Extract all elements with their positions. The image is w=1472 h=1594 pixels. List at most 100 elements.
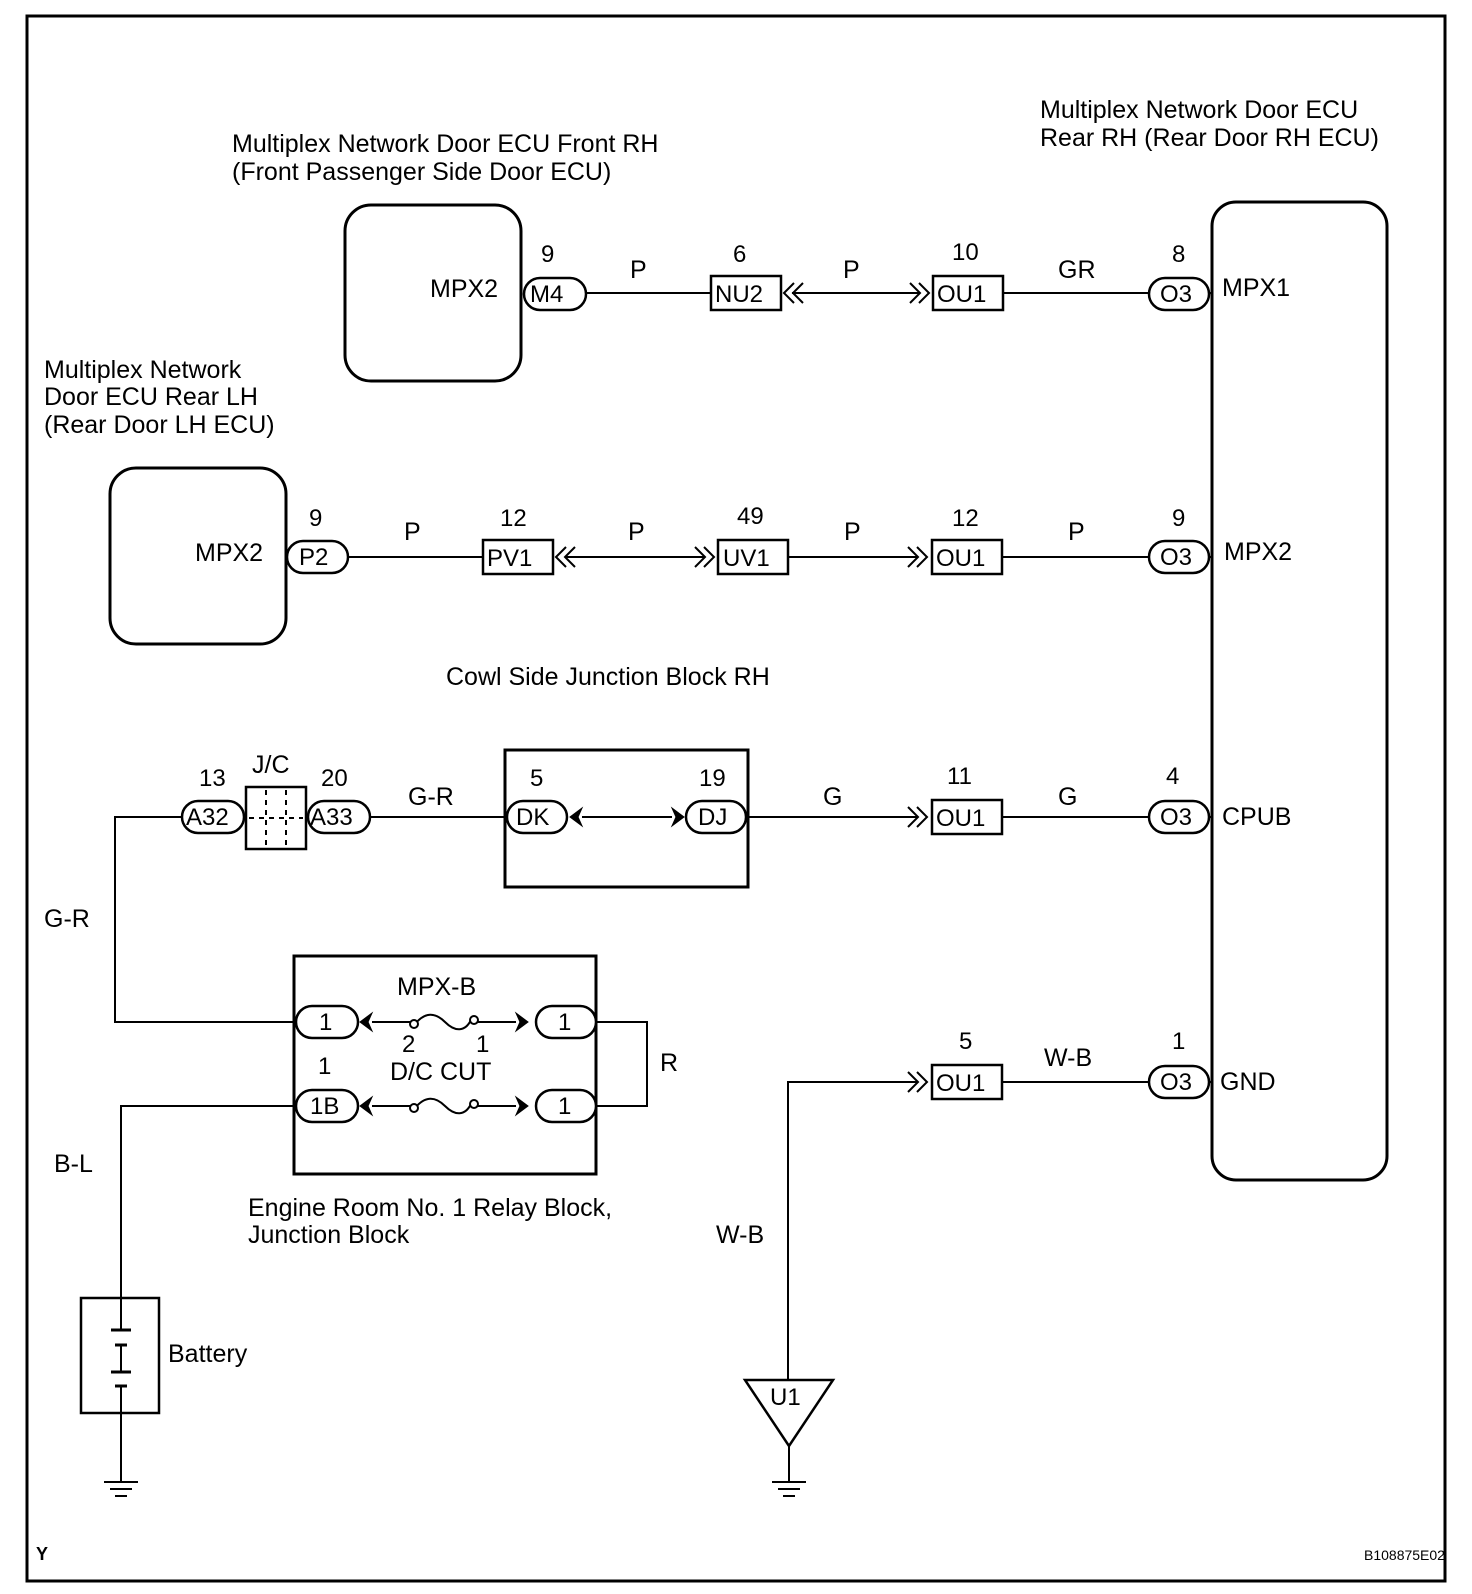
pin-number: 9 (1172, 505, 1185, 532)
male-terminal-icon (907, 806, 929, 828)
male-terminal-icon (670, 806, 685, 828)
wire-color-label: G (823, 783, 842, 811)
relay-connector-1 (294, 1004, 360, 1040)
connector-o3-label: O3 (1160, 281, 1192, 308)
wire-color-label: P (628, 518, 645, 546)
pin-number: 1 (318, 1053, 331, 1080)
fuse-dc-cut-label: D/C CUT (390, 1058, 491, 1086)
female-terminal-icon (782, 282, 804, 304)
row-2-mpx2-circuit: P2 PV1 UV1 OU1 O3 9 12 49 12 9 P P P P (285, 503, 1213, 576)
wire-color-label: R (660, 1049, 678, 1077)
ground-icon (104, 1481, 138, 1497)
row-1-mpx1-circuit: M4 NU2 OU1 O3 9 6 10 8 P P GR (522, 239, 1213, 312)
relay-connector-label: 1B (310, 1093, 339, 1120)
ecu-rear-lh-title-2: Door ECU Rear LH (44, 383, 258, 411)
pin-number: 8 (1172, 241, 1185, 268)
connector-ou1-label: OU1 (936, 805, 985, 832)
connector-m4-label: M4 (530, 281, 563, 308)
female-terminal-icon (359, 1095, 374, 1117)
wire-color-label: P (630, 256, 647, 284)
connector-dj (684, 799, 748, 835)
battery-label: Battery (168, 1340, 248, 1368)
connector-a32-label: A32 (186, 804, 229, 831)
connector-pv1 (481, 538, 555, 576)
jc-label: J/C (252, 751, 290, 779)
junction-connector (244, 785, 308, 851)
connector-ou1-label: OU1 (936, 1070, 985, 1097)
connector-uv1-label: UV1 (723, 545, 770, 572)
wire-color-label: GR (1058, 256, 1096, 284)
wire-g-r (114, 816, 294, 1023)
connector-o3-label: O3 (1160, 1069, 1192, 1096)
wire-color-label: B-L (54, 1150, 93, 1178)
ecu-rear-rh-box (1210, 200, 1389, 1182)
fuse-terminal-dot (409, 1103, 419, 1113)
connector-a32 (180, 799, 246, 835)
connector-p2-label: P2 (299, 544, 328, 571)
terminal-rear-lh-mpx2: MPX2 (195, 539, 263, 567)
fuse-pin-1: 1 (476, 1031, 489, 1058)
fuse-terminal-dot (409, 1019, 419, 1029)
relay-connector-label: 1 (558, 1009, 571, 1036)
terminal-mpx1: MPX1 (1222, 274, 1290, 302)
connector-ou1 (930, 538, 1004, 576)
wire-color-label: P (404, 518, 421, 546)
engine-room-relay-block: Engine Room No. 1 Relay Block, Junction … (248, 954, 678, 1249)
cowl-junction-block (503, 748, 750, 889)
pin-number: 11 (947, 763, 972, 790)
pin-number: 6 (733, 241, 746, 268)
pin-number: 20 (321, 765, 348, 792)
pin-number: 10 (952, 239, 979, 266)
connector-dk (505, 799, 569, 835)
fuse-pin-2: 2 (402, 1031, 415, 1058)
female-terminal-icon (359, 1011, 374, 1033)
connector-dk-label: DK (516, 804, 549, 831)
ecu-front-rh-title-2: (Front Passenger Side Door ECU) (232, 158, 611, 186)
connector-ou1 (931, 274, 1005, 312)
pin-number: 1 (1172, 1028, 1185, 1055)
fuse-terminal-dot (469, 1099, 479, 1109)
connector-nu2-label: NU2 (715, 281, 763, 308)
connector-pv1-label: PV1 (487, 545, 532, 572)
connector-a33-label: A33 (310, 804, 353, 831)
pin-number: 9 (309, 505, 322, 532)
ground-point-label: U1 (770, 1384, 801, 1411)
pin-number: 5 (530, 765, 543, 792)
wire-w-b (787, 1081, 918, 1380)
battery-icon (79, 1296, 161, 1415)
fuse-icon (414, 1097, 472, 1115)
cowl-jb-title: Cowl Side Junction Block RH (446, 663, 770, 691)
male-terminal-icon (907, 546, 929, 568)
wire-color-label: W-B (1044, 1044, 1092, 1072)
ecu-rear-lh-title-1: Multiplex Network (44, 356, 242, 384)
wire-color-label: G-R (44, 905, 90, 933)
connector-ou1 (930, 798, 1004, 836)
connector-ou1-label: OU1 (937, 281, 986, 308)
footer-left: Y (36, 1544, 48, 1564)
row-3-cpub-circuit: A32 J/C A33 DK DJ OU1 O3 13 20 5 19 11 4… (44, 748, 1213, 1023)
wire-color-label: P (843, 256, 860, 284)
connector-dj-label: DJ (698, 804, 727, 831)
connector-nu2 (709, 274, 783, 312)
ecu-rear-lh-title-3: (Rear Door LH ECU) (44, 411, 275, 439)
ecu-rear-rh-title-1: Multiplex Network Door ECU (1040, 96, 1358, 124)
connector-m4 (522, 276, 588, 312)
male-terminal-icon (909, 282, 931, 304)
pin-number: 19 (699, 765, 726, 792)
wire-color-label: P (844, 518, 861, 546)
fuse-terminal-dot (469, 1015, 479, 1025)
wire-color-label: P (1068, 518, 1085, 546)
relay-connector-label: 1 (319, 1009, 332, 1036)
male-terminal-icon (514, 1095, 529, 1117)
female-terminal-icon (554, 546, 576, 568)
ecu-rear-rh-title-2: Rear RH (Rear Door RH ECU) (1040, 124, 1379, 152)
female-terminal-icon (569, 806, 584, 828)
ecu-front-rh-box (343, 203, 523, 383)
ground-point-u1 (742, 1378, 836, 1449)
wire-color-label: G-R (408, 783, 454, 811)
wire-b-l (120, 1105, 296, 1298)
terminal-front-mpx2: MPX2 (430, 275, 498, 303)
wire-color-label: G (1058, 783, 1077, 811)
relay-block-title-2: Junction Block (248, 1221, 410, 1249)
